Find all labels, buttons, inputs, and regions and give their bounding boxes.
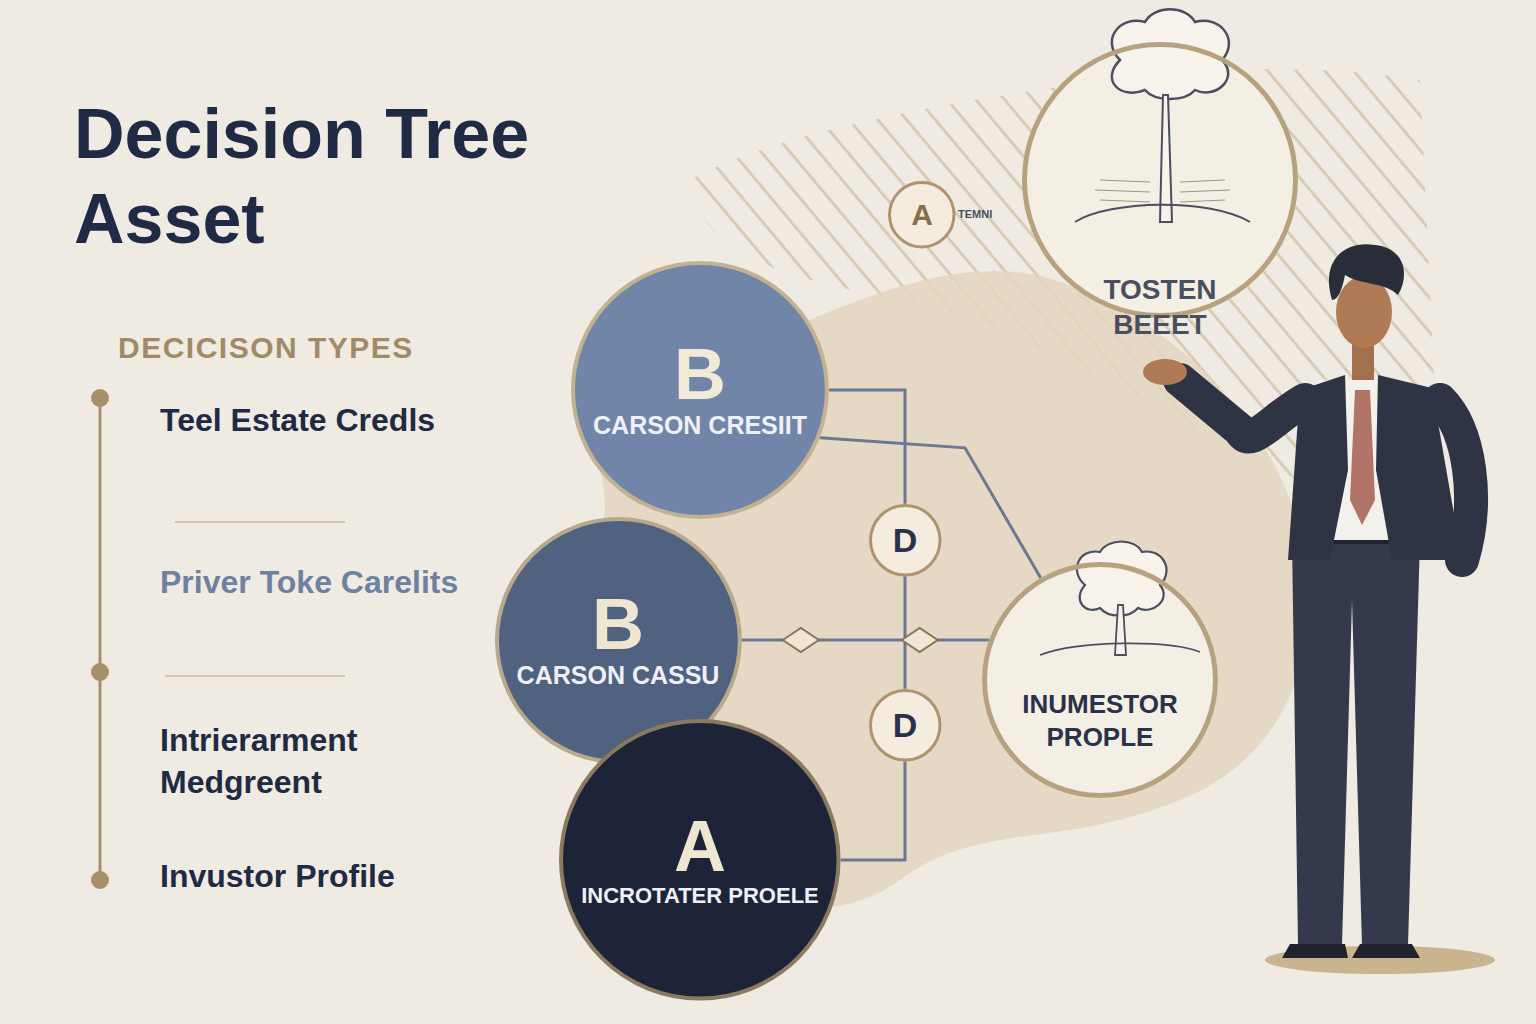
connector-line — [904, 576, 907, 689]
diamond-marker — [783, 628, 819, 652]
node-letter: A — [674, 810, 726, 882]
circle-shape — [985, 565, 1216, 796]
circle-shape — [573, 263, 827, 517]
presenter-figure — [1143, 244, 1495, 974]
outcome-circle: AINCROTATER PROELE — [559, 719, 841, 1001]
node-letter: B — [592, 588, 644, 660]
section-heading: DECICISON TYPES — [118, 328, 538, 367]
node-label: A — [911, 196, 933, 234]
connector-line — [841, 761, 905, 860]
node-label: TOSTEN BEEET — [1060, 272, 1260, 342]
circle-shape — [870, 505, 940, 575]
circle-shape — [870, 690, 940, 760]
connector-line — [741, 638, 989, 641]
node-label: CARSON CASSU — [517, 660, 720, 691]
node-label: D — [893, 704, 918, 747]
node-letter: B — [674, 338, 726, 410]
timeline — [91, 389, 345, 889]
option-circle: BCARSON CRESIIT — [571, 261, 829, 519]
list-item: Teel Estate Credls — [160, 400, 460, 442]
decision-marker: D — [869, 504, 942, 577]
tree-circle: INUMESTOR PROPLE — [982, 562, 1218, 798]
connector-line — [829, 390, 905, 504]
node-label: INUMESTOR PROPLE — [995, 688, 1205, 753]
list-item: Invustor Profile — [160, 856, 540, 898]
tree-circle: TOSTEN BEEET — [1022, 42, 1298, 318]
list-item: Priver Toke Carelits — [160, 562, 460, 604]
node-label: CARSON CRESIIT — [593, 410, 807, 441]
diamond-marker — [902, 628, 938, 652]
page-title: Decision Tree Asset — [74, 92, 694, 263]
decision-marker: A — [888, 181, 956, 249]
connector-line — [820, 438, 1041, 578]
tree-illustration — [982, 542, 1218, 799]
node-label: INCROTATER PROELE — [581, 882, 819, 910]
decision-marker: D — [869, 689, 942, 762]
node-label: D — [893, 519, 918, 562]
circle-shape — [561, 721, 839, 999]
tree-illustration — [1022, 9, 1298, 318]
circle-shape — [890, 183, 955, 248]
circle-outline — [982, 562, 1218, 798]
list-item: Intrierarment Medgreent — [160, 720, 460, 803]
